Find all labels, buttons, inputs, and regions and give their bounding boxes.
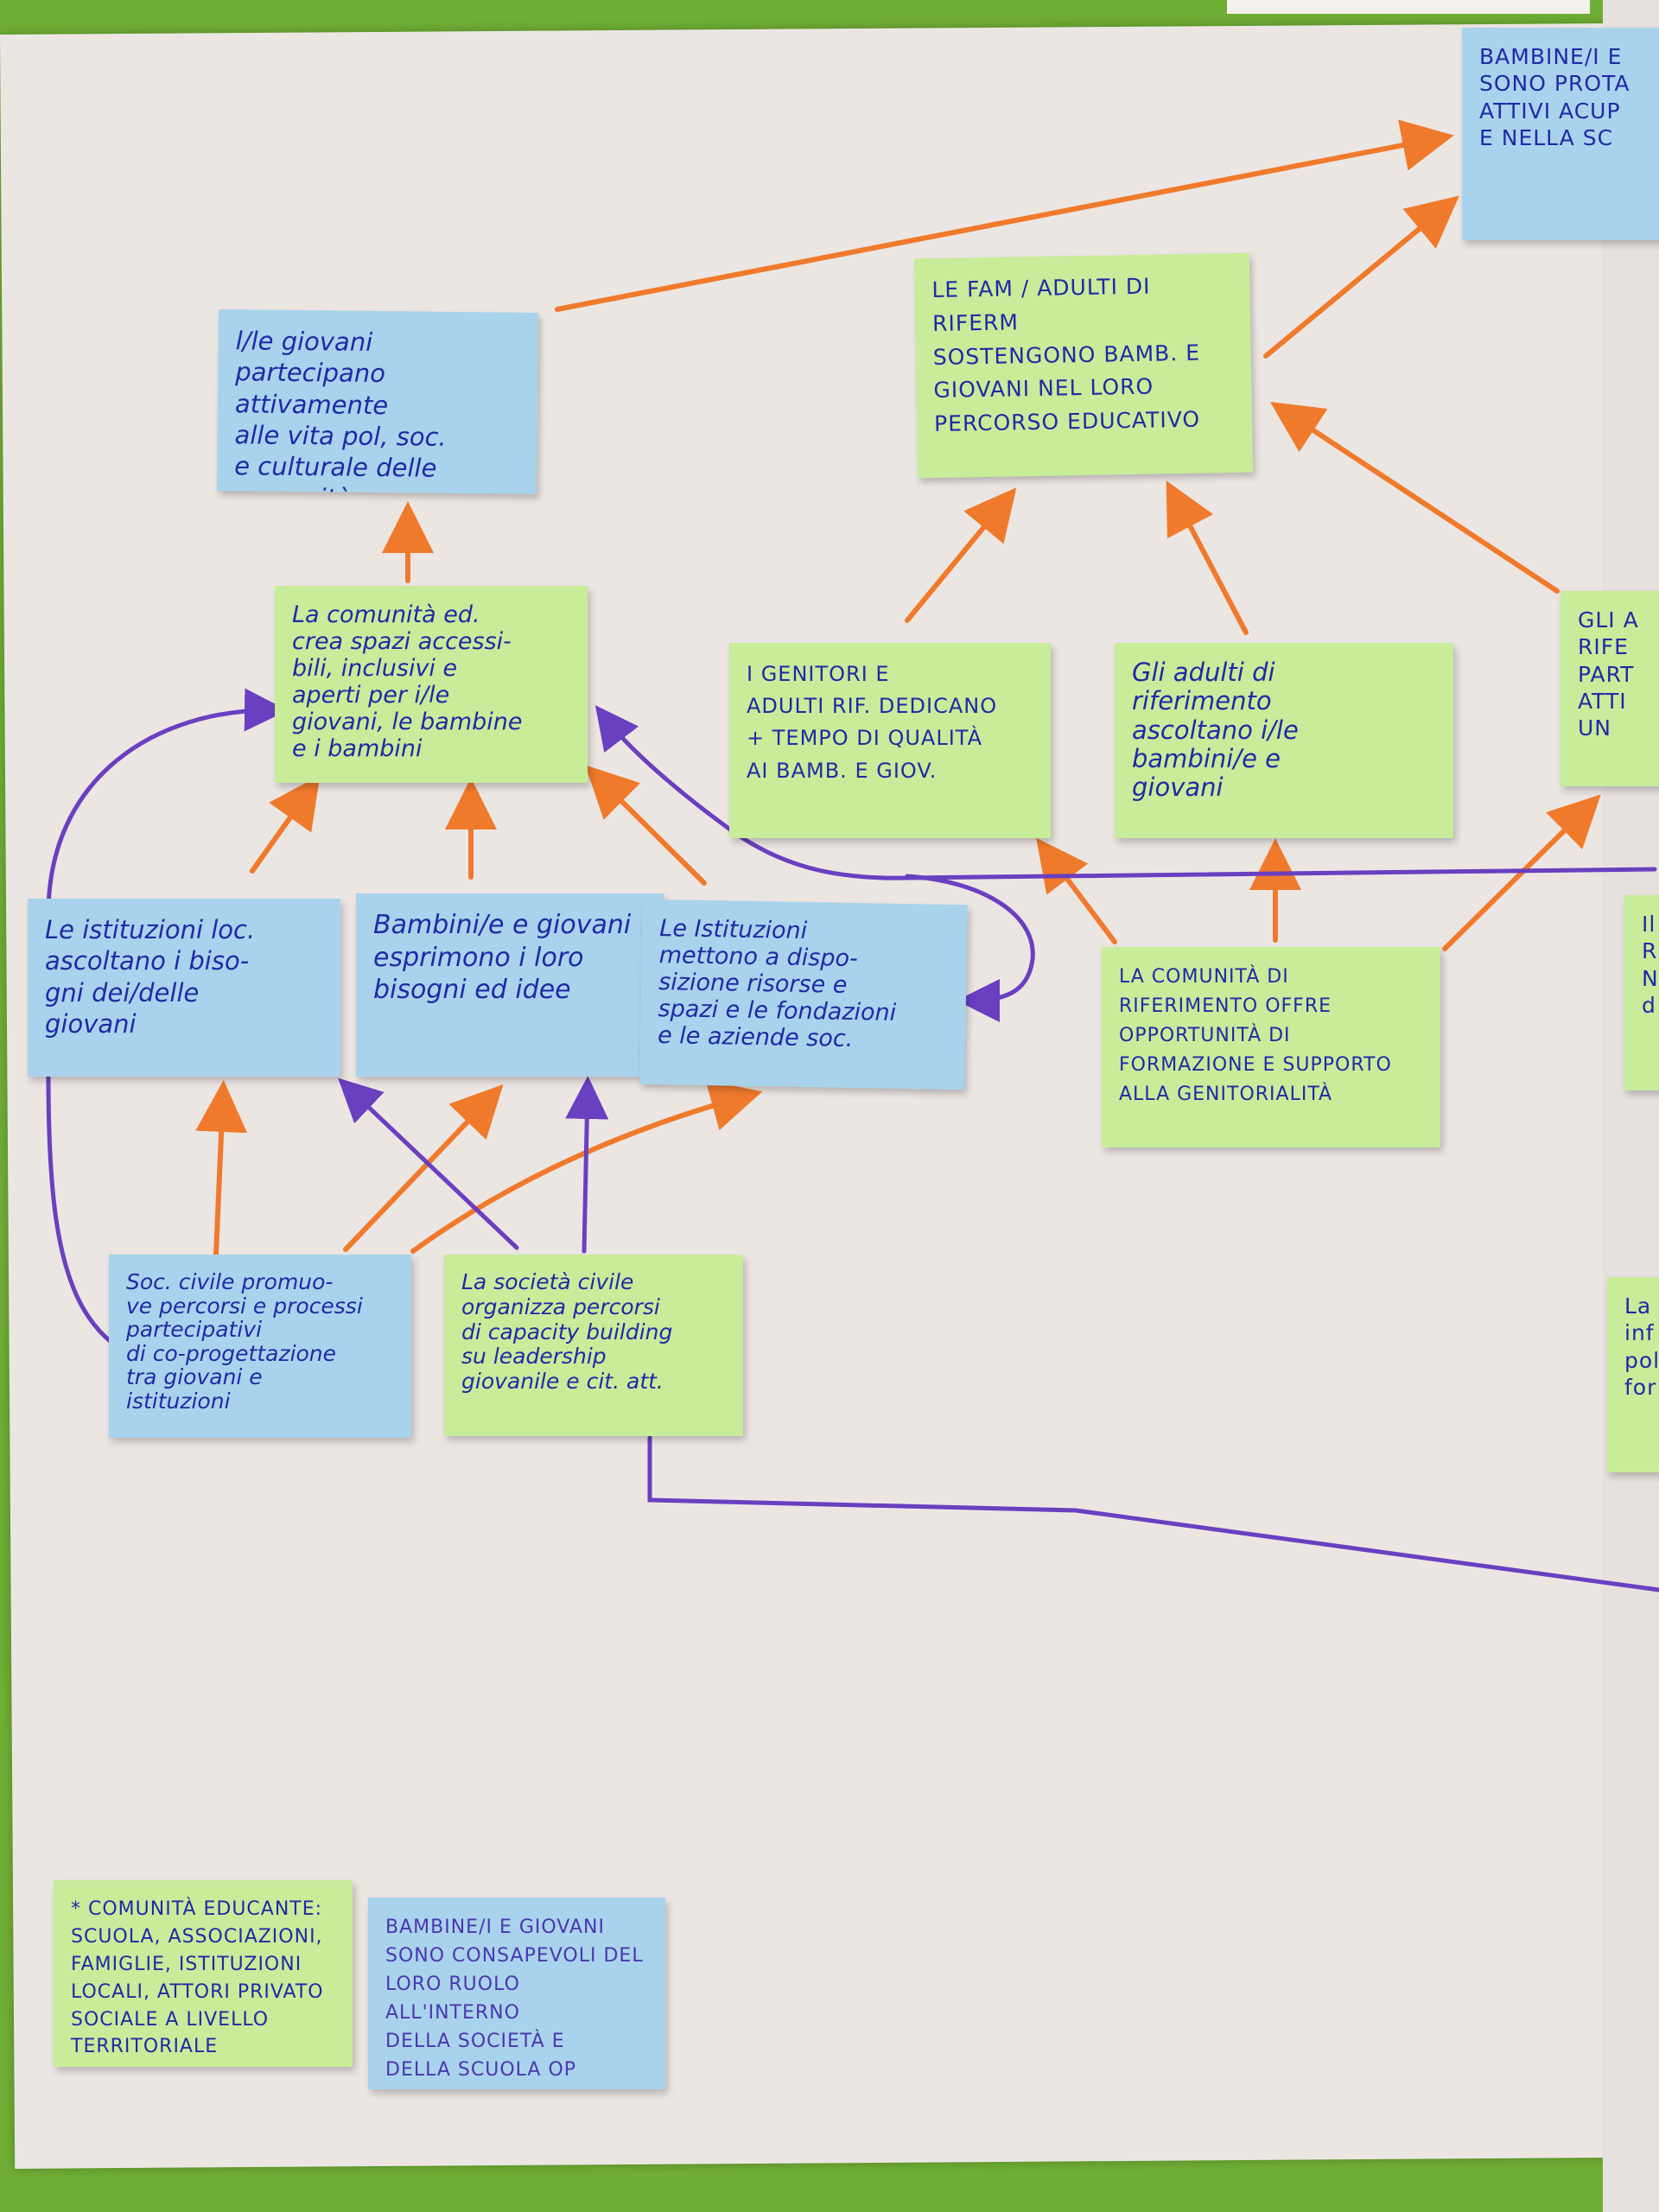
- note-genitori-tempo: I GENITORI E ADULTI RIF. DEDICANO + TEMP…: [729, 643, 1051, 838]
- note-right-edge-lower: La inf pol for: [1607, 1277, 1659, 1472]
- orange-arrow: [1166, 480, 1249, 635]
- note-comunita-formazione: LA COMUNITÀ DI RIFERIMENTO OFFRE OPPORTU…: [1102, 947, 1440, 1147]
- purple-arrow: [905, 874, 1035, 1022]
- note-bambini-consapevoli: BAMBINE/I E GIOVANI SONO CONSAPEVOLI DEL…: [368, 1897, 665, 2089]
- purple-arrow: [338, 1077, 519, 1250]
- note-istituzioni-ascoltano: Le istituzioni loc. ascoltano i biso- gn…: [28, 899, 340, 1077]
- orange-arrow: [555, 119, 1454, 312]
- orange-arrow: [410, 1080, 763, 1254]
- note-right-edge-upper: GLI A RIFE PART ATTI UN: [1560, 591, 1659, 786]
- note-soc-civile-promuove: Soc. civile promuo- ve percorsi e proces…: [109, 1255, 411, 1438]
- orange-arrow: [1269, 402, 1560, 594]
- purple-line: [647, 1435, 1659, 1592]
- orange-arrow: [195, 1080, 248, 1257]
- note-soc-civile-capacity: La società civile organizza percorsi di …: [444, 1255, 743, 1436]
- note-top-right: BAMBINE/I E SONO PROTA ATTIVI ACUP E NEL…: [1462, 28, 1659, 240]
- note-fam-adulti: LE FAM / ADULTI DI RIFERM SOSTENGONO BAM…: [913, 252, 1254, 479]
- orange-arrow: [1263, 195, 1459, 359]
- note-giovani-partecipano: l/le giovani partecipano attivamente all…: [216, 309, 539, 494]
- orange-arrow: [585, 765, 707, 886]
- note-istituzioni-risorse: Le Istituzioni mettono a dispo- sizione …: [639, 899, 968, 1090]
- note-comunita-spazi: La comunità ed. crea spazi accessi- bili…: [275, 586, 588, 783]
- orange-arrow: [343, 1084, 504, 1252]
- adjacent-flipchart-paper: [1603, 0, 1659, 2212]
- note-adulti-ascoltano: Gli adulti di riferimento ascoltano i/le…: [1115, 643, 1453, 838]
- orange-arrow: [250, 775, 321, 874]
- orange-arrow: [1442, 794, 1601, 951]
- orange-arrow: [1036, 837, 1117, 944]
- purple-arrow: [565, 1076, 609, 1254]
- note-right-edge-middle: Il R N d: [1624, 895, 1659, 1090]
- note-bambini-esprimono: Bambini/e e giovani esprimono i loro bis…: [356, 893, 664, 1077]
- orange-arrow: [905, 487, 1017, 623]
- note-comunita-educante: * COMUNITÀ EDUCANTE: SCUOLA, ASSOCIAZION…: [54, 1880, 353, 2067]
- top-paper-strip: [1227, 0, 1590, 14]
